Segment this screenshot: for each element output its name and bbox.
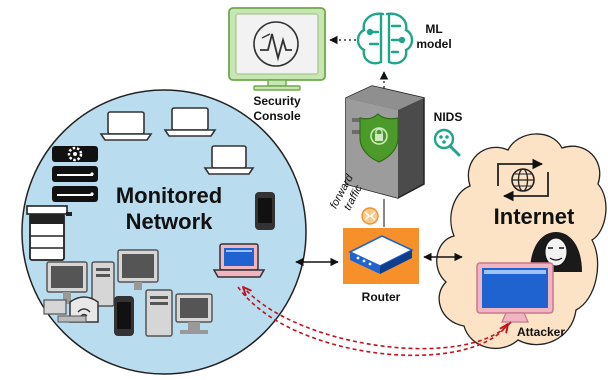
- ml-model-line2: model: [416, 37, 452, 51]
- router-label: Router: [361, 290, 401, 304]
- phone-icon: [255, 192, 275, 230]
- desktop-icon: [91, 249, 159, 307]
- internet-label: Internet: [493, 204, 575, 229]
- monitored-network-line2: Network: [125, 209, 213, 234]
- phone-icon: [114, 296, 134, 336]
- desktop-icon: [43, 299, 87, 323]
- attacker-monitor-icon: [476, 262, 554, 323]
- ml-model-line1: ML: [425, 22, 443, 36]
- security-console-line2: Console: [253, 109, 301, 123]
- laptop-icon: [99, 111, 153, 141]
- database-icon: [52, 146, 98, 202]
- attacker-label: Attacker: [516, 325, 566, 339]
- internet-globe-icon: [497, 158, 549, 202]
- security-console-label: Security Console: [240, 94, 314, 124]
- router-icon: [343, 228, 419, 284]
- ml-model-label: ML model: [412, 22, 456, 52]
- attack-path: [243, 287, 512, 350]
- ml-brain-icon: [356, 12, 414, 65]
- mirror-tap-icon: [361, 207, 379, 225]
- printer-icon: [26, 205, 72, 261]
- laptop-icon: [163, 107, 217, 137]
- hacker-icon: [530, 232, 582, 272]
- desktop-icon: [46, 261, 88, 304]
- nids-magnifier-icon: [433, 128, 461, 157]
- attack-path-return: [237, 286, 508, 357]
- shield-icon: [359, 113, 399, 163]
- monitored-network-line1: Monitored: [115, 183, 223, 208]
- monitored-network-label: Monitored Network: [94, 183, 244, 235]
- security-console-line1: Security: [253, 94, 301, 108]
- nids-label: NIDS: [433, 110, 463, 124]
- security-console-icon: [228, 7, 326, 91]
- desktop-icon: [145, 289, 213, 337]
- compromised-laptop-icon: [212, 243, 266, 278]
- laptop-icon: [203, 145, 255, 175]
- gear-icon: [67, 146, 83, 162]
